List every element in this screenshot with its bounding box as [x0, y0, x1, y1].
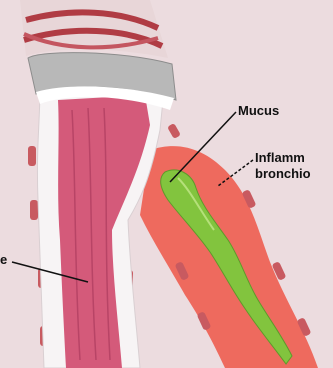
inflamed-label-line-2: bronchio — [255, 166, 311, 182]
mucus-label: Mucus — [238, 103, 279, 119]
smooth-muscle-bands — [20, 0, 168, 58]
inflamed-label-line-1: Inflamm — [255, 150, 311, 166]
left-cropped-label: e — [0, 252, 7, 268]
inflamed-bronchiole-label: Inflamm bronchio — [255, 150, 311, 182]
